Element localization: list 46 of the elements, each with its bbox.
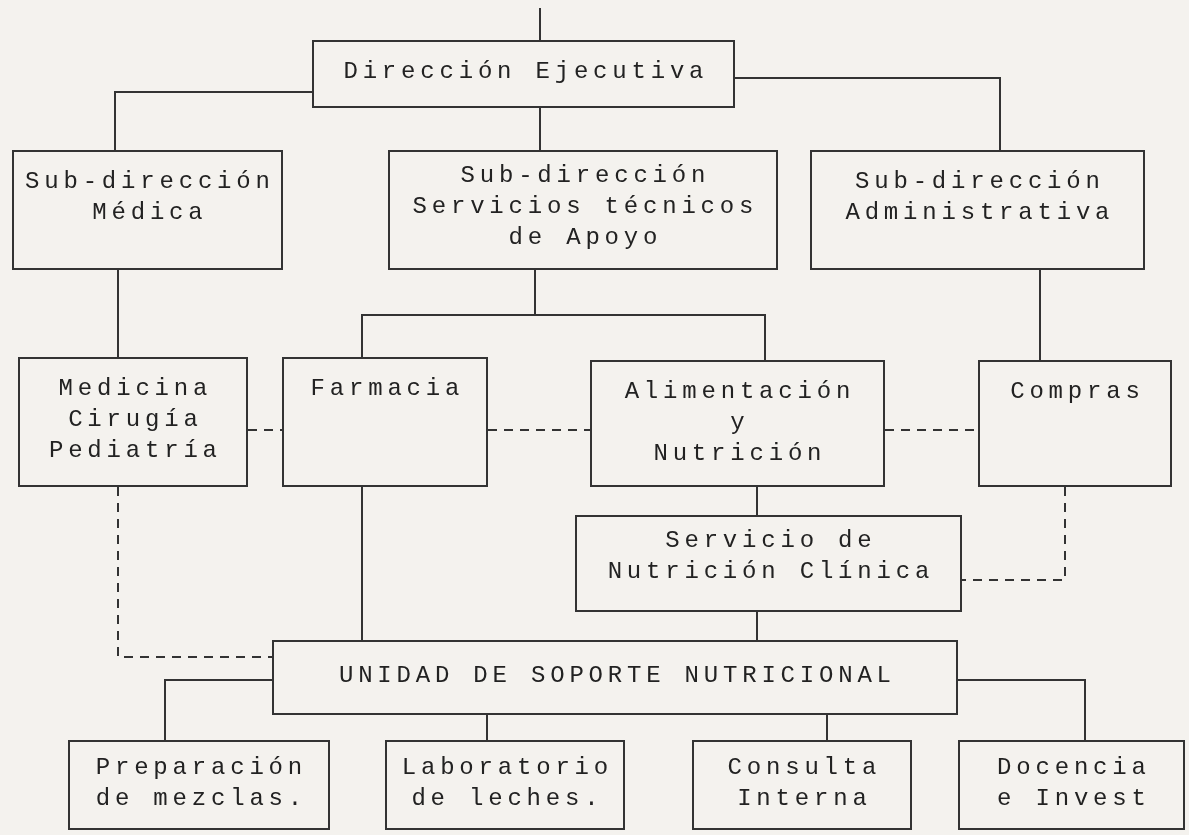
connector-line [734, 77, 1001, 151]
connector-line [164, 679, 273, 741]
org-unit-box [978, 360, 1172, 487]
connector-line [361, 486, 363, 641]
dashed-connector [487, 429, 591, 431]
dashed-connector [247, 429, 283, 431]
unit-name: Consulta Interna [726, 753, 883, 815]
org-unit-box [575, 515, 962, 612]
unit-name: Docencia e Invest [996, 753, 1152, 815]
org-unit-box [590, 360, 885, 487]
unit-name: Preparación de mezclas. [94, 753, 308, 815]
unit-name: Sub-dirección Médica [24, 167, 275, 229]
unit-name: Compras [1009, 377, 1145, 407]
connector-line [117, 269, 119, 358]
org-unit-box [312, 40, 735, 108]
connector-line [534, 269, 766, 361]
org-unit-box [272, 640, 958, 715]
org-unit-box [12, 150, 283, 270]
connector-line [486, 714, 488, 741]
org-unit-box [810, 150, 1145, 270]
org-unit-box [68, 740, 330, 830]
org-unit-box [18, 357, 248, 487]
connector-line [114, 91, 313, 151]
org-unit-box [958, 740, 1185, 830]
unit-name: Servicio de Nutrición Clínica [606, 526, 936, 588]
connector-line [756, 611, 758, 641]
unit-name: Farmacia [309, 374, 465, 404]
unit-name: UNIDAD DE SOPORTE NUTRICIONAL [337, 661, 896, 691]
connector-line [539, 7, 541, 41]
unit-name: Sub-dirección Administrativa [844, 167, 1116, 229]
org-unit-box [388, 150, 778, 270]
connector-line [756, 486, 758, 516]
connector-line [957, 679, 1086, 741]
unit-name: Alimentación y Nutrición [623, 377, 857, 470]
connector-line [539, 107, 541, 151]
unit-name: Laboratorio de leches. [400, 753, 614, 815]
unit-name: Medicina Cirugía Pediatría [47, 374, 223, 467]
connector-line [1039, 269, 1041, 361]
unit-name: Dirección Ejecutiva [342, 57, 709, 87]
org-unit-box [385, 740, 625, 830]
org-unit-box [692, 740, 912, 830]
dashed-connector [117, 486, 273, 658]
org-unit-box [282, 357, 488, 487]
unit-name: Sub-dirección Servicios técnicos de Apoyo [411, 161, 760, 254]
connector-line [826, 714, 828, 741]
dashed-connector [961, 486, 1066, 581]
